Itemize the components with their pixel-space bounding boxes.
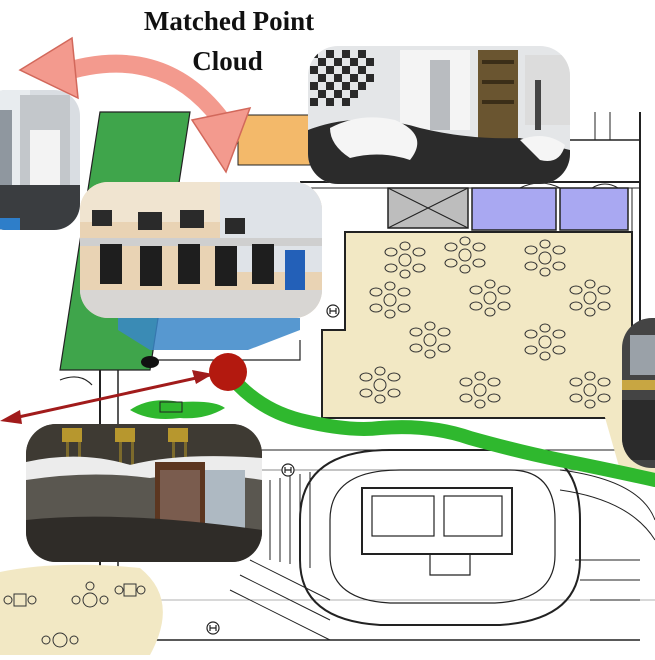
center-camera-photo bbox=[80, 182, 322, 318]
figure-title-line-1: Matched Point bbox=[143, 6, 315, 36]
purple-room-2 bbox=[559, 187, 629, 231]
camera-position-marker-icon bbox=[209, 353, 247, 391]
dining-tables bbox=[3, 236, 611, 648]
trajectory-path-icon bbox=[225, 371, 655, 487]
top-camera-photo bbox=[308, 46, 570, 184]
beige-lower-zone bbox=[0, 564, 163, 655]
dining-hall bbox=[321, 231, 633, 419]
left-camera-photo bbox=[0, 90, 80, 230]
center-fov-icon bbox=[118, 318, 300, 350]
figure-title-line-2: Cloud bbox=[192, 46, 263, 76]
distance-double-arrow-icon bbox=[0, 370, 213, 424]
purple-room-1 bbox=[471, 187, 557, 231]
bottom-camera-photo bbox=[26, 424, 262, 562]
orange-zone bbox=[237, 114, 311, 166]
matched-pointcloud-arrow-icon bbox=[18, 36, 252, 174]
green-marker-blob bbox=[130, 400, 225, 419]
small-position-dot bbox=[141, 356, 159, 368]
right-camera-photo bbox=[622, 318, 655, 468]
